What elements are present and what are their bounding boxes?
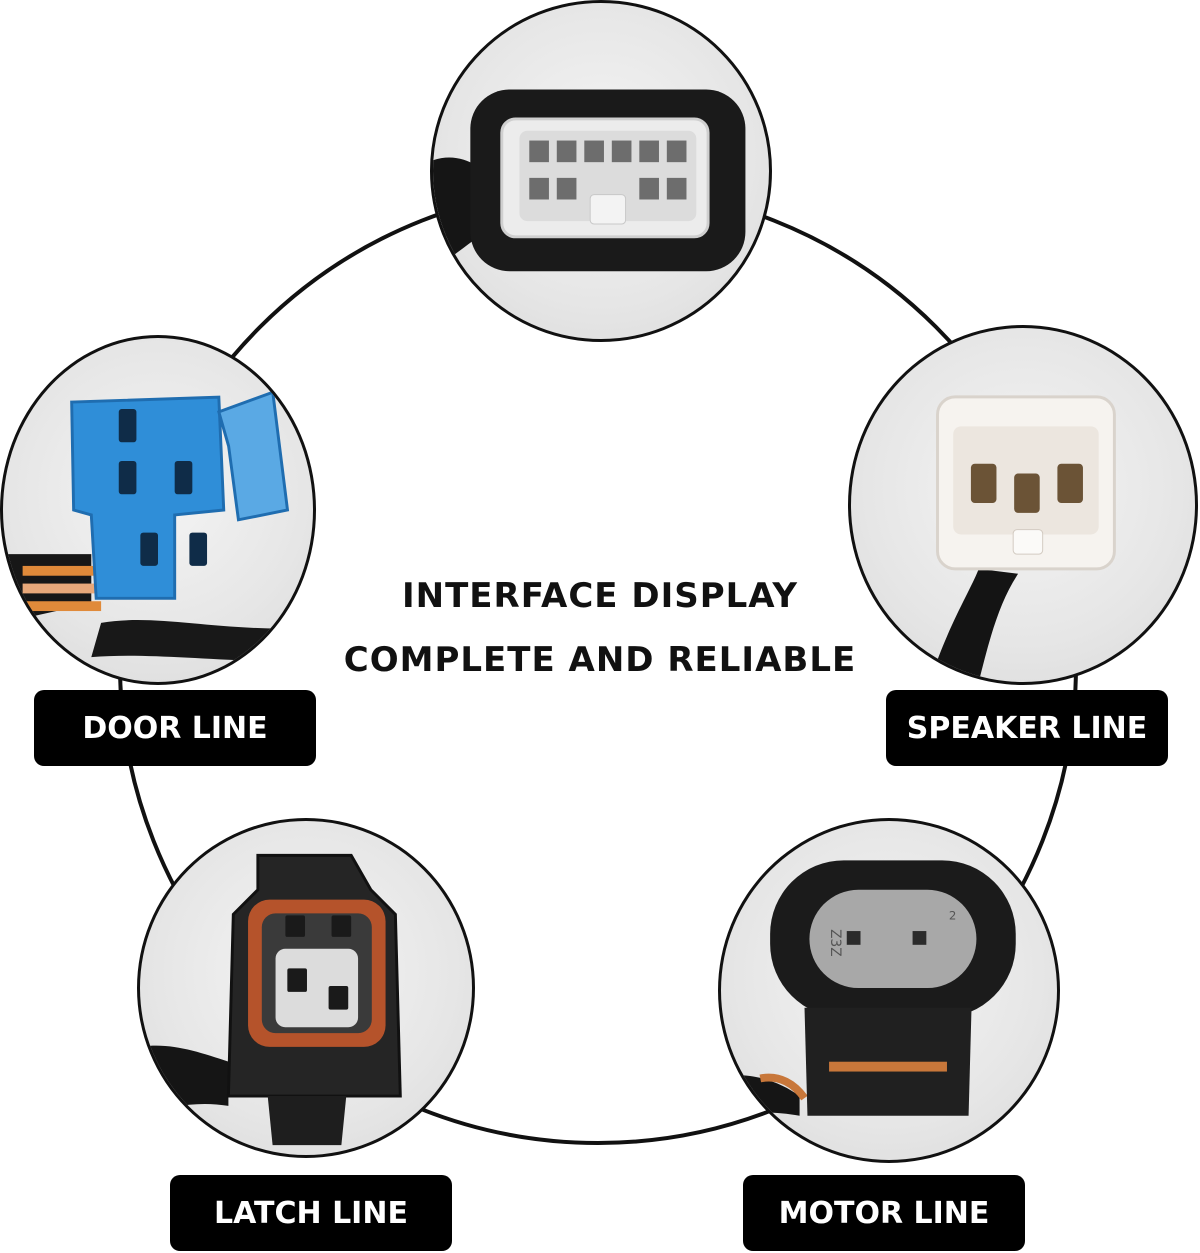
headline-line-1: INTERFACE DISPLAY (402, 576, 798, 616)
motor-line-label: MOTOR LINE (743, 1175, 1025, 1251)
latch-connector-photo (137, 818, 475, 1158)
latch-connector-illustration (140, 853, 402, 1146)
main-connector-illustration (433, 89, 746, 272)
motor-connector-photo: Z3Z 2 (718, 818, 1060, 1163)
speaker-line-label: SPEAKER LINE (886, 690, 1168, 766)
main-connector-photo (430, 0, 772, 342)
door-connector-photo (0, 335, 316, 685)
speaker-connector-illustration (929, 395, 1116, 682)
latch-line-label: LATCH LINE (170, 1175, 452, 1251)
speaker-connector-photo (848, 325, 1198, 685)
door-line-label: DOOR LINE (34, 690, 316, 766)
motor-connector-illustration: Z3Z 2 (721, 860, 1016, 1121)
door-connector-illustration (3, 390, 313, 663)
headline-line-2: COMPLETE AND RELIABLE (343, 640, 857, 680)
motor-marking-right: 2 (949, 908, 957, 922)
motor-marking-left: Z3Z (827, 929, 843, 957)
